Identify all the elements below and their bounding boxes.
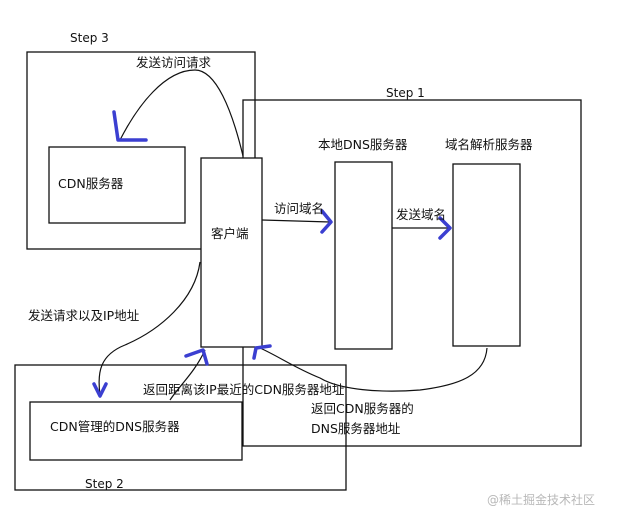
edge-visit-domain xyxy=(261,219,331,223)
cdn-dns-label: CDN管理的DNS服务器 xyxy=(50,419,180,434)
arrow-into-client-right xyxy=(252,344,272,360)
domain-resolver-label: 域名解析服务器 xyxy=(445,137,533,152)
return-nearest-cdn-label: 返回距离该IP最近的CDN服务器地址 xyxy=(143,382,345,397)
cdn-server-box xyxy=(48,146,186,224)
client-label: 客户端 xyxy=(211,226,249,241)
return-cdn-dns-label-line1: 返回CDN服务器的 xyxy=(311,401,414,416)
arrow-into-cdn-server xyxy=(112,110,148,142)
send-access-request-label: 发送访问请求 xyxy=(136,55,212,70)
step3-label: Step 3 xyxy=(70,31,109,45)
edge-return-nearest-cdn xyxy=(169,349,206,401)
arrow-into-domain-resolver xyxy=(438,216,452,240)
send-domain-label: 发送域名 xyxy=(396,207,447,222)
step2-label: Step 2 xyxy=(85,477,124,491)
return-cdn-dns-label-line2: DNS服务器地址 xyxy=(311,421,401,436)
edge-send-request-with-ip xyxy=(98,261,201,396)
step2-box xyxy=(14,364,347,491)
edge-send-access-request xyxy=(119,69,244,157)
arrow-into-cdn-dns xyxy=(92,382,108,398)
send-request-with-ip-label: 发送请求以及IP地址 xyxy=(28,308,140,323)
visit-domain-label: 访问域名 xyxy=(274,201,325,216)
local-dns-box xyxy=(334,161,393,350)
arrow-into-client-left xyxy=(184,348,209,366)
client-box xyxy=(200,157,263,348)
edge-return-cdn-dns xyxy=(259,347,488,392)
cdn-server-label: CDN服务器 xyxy=(58,176,124,191)
arrow-into-local-dns xyxy=(320,209,333,234)
cdn-dns-box xyxy=(29,401,243,461)
local-dns-label: 本地DNS服务器 xyxy=(318,137,408,152)
domain-resolver-box xyxy=(452,163,521,347)
step1-label: Step 1 xyxy=(386,86,425,100)
watermark: @稀土掘金技术社区 xyxy=(487,493,596,507)
step3-box xyxy=(26,51,256,250)
